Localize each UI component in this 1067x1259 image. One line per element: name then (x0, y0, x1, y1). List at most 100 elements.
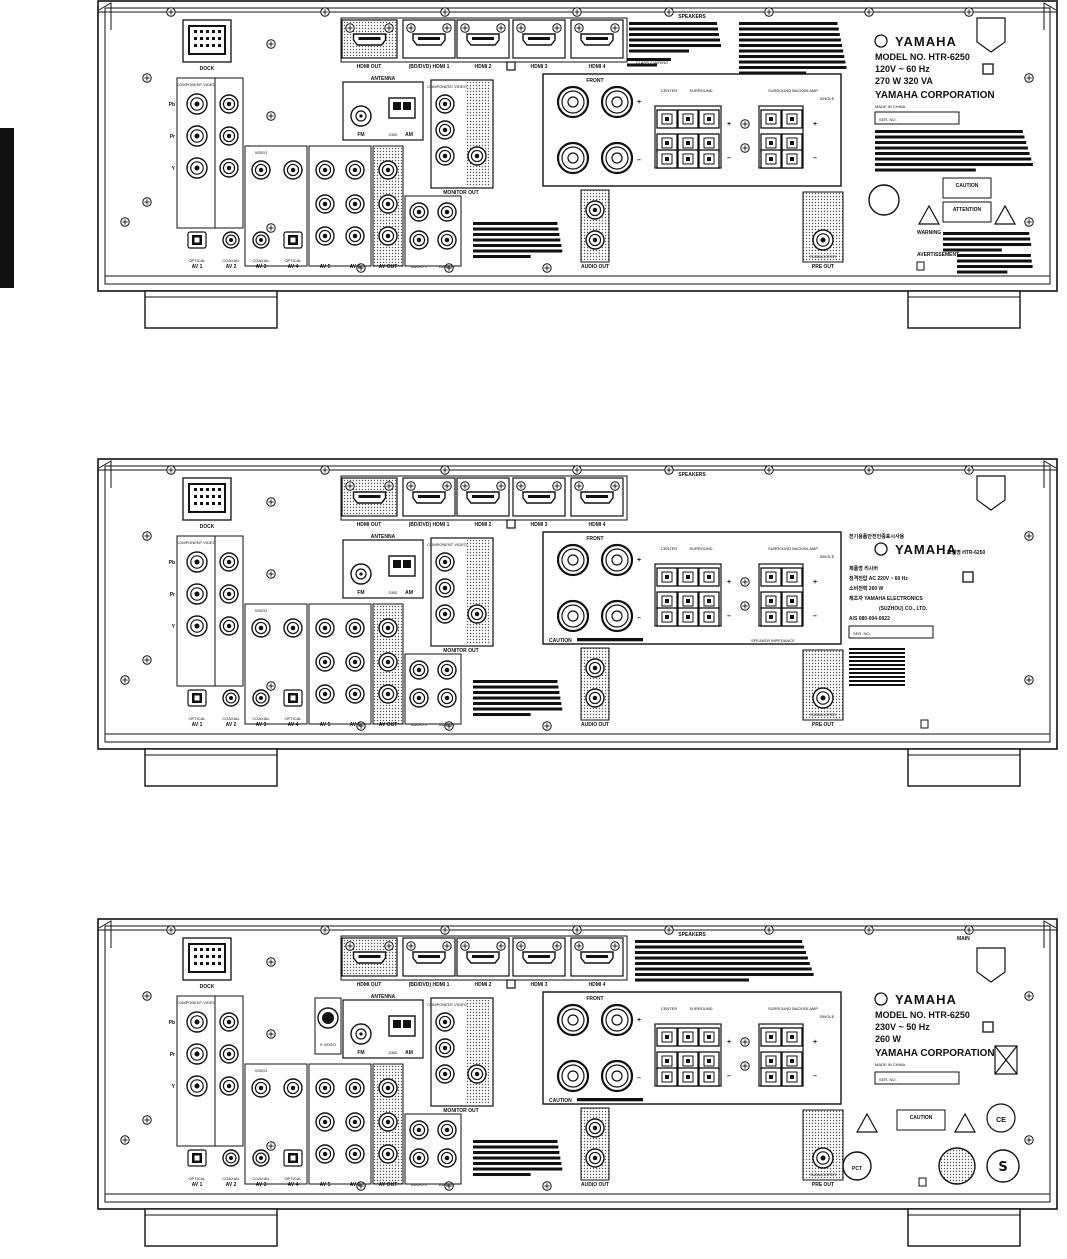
rca-jack[interactable] (315, 160, 335, 180)
speaker-terminal[interactable] (677, 149, 699, 169)
rca-jack[interactable] (315, 1112, 335, 1132)
binding-post[interactable] (600, 543, 634, 577)
speaker-terminal[interactable] (781, 1067, 803, 1087)
rca-jack[interactable] (378, 684, 398, 704)
fm-antenna-jack[interactable] (350, 1023, 372, 1045)
rca-jack[interactable] (219, 126, 239, 146)
speaker-terminal[interactable] (781, 109, 803, 129)
speaker-terminal[interactable] (656, 607, 678, 627)
speaker-terminal[interactable] (781, 1051, 803, 1071)
rca-jack[interactable] (315, 226, 335, 246)
rca-jack[interactable] (435, 1012, 455, 1032)
rca-jack[interactable] (345, 684, 365, 704)
speaker-terminal[interactable] (781, 591, 803, 611)
speaker-terminal[interactable] (698, 149, 720, 169)
binding-post[interactable] (600, 85, 634, 119)
optical-port[interactable] (187, 689, 207, 707)
optical-port[interactable] (283, 231, 303, 249)
optical-port[interactable] (283, 1149, 303, 1167)
speaker-terminal[interactable] (698, 607, 720, 627)
rca-jack[interactable] (283, 1078, 303, 1098)
rca-jack[interactable] (437, 1148, 457, 1168)
rca-jack[interactable] (435, 146, 455, 166)
rca-jack[interactable] (378, 194, 398, 214)
binding-post[interactable] (556, 85, 590, 119)
rca-jack[interactable] (409, 660, 429, 680)
binding-post[interactable] (556, 543, 590, 577)
rca-jack[interactable] (345, 652, 365, 672)
rca-jack[interactable] (467, 1064, 487, 1084)
speaker-terminal[interactable] (760, 149, 782, 169)
rca-jack[interactable] (219, 1044, 239, 1064)
rca-jack[interactable] (315, 684, 335, 704)
speaker-terminal[interactable] (781, 1027, 803, 1047)
speaker-terminal[interactable] (656, 133, 678, 153)
rca-jack[interactable] (315, 194, 335, 214)
rca-jack[interactable] (812, 229, 834, 251)
rca-jack[interactable] (409, 688, 429, 708)
speaker-terminal[interactable] (760, 567, 782, 587)
binding-post[interactable] (556, 1003, 590, 1037)
rca-jack[interactable] (186, 1075, 208, 1097)
rca-jack[interactable] (378, 160, 398, 180)
binding-post[interactable] (600, 141, 634, 175)
speaker-terminal[interactable] (656, 109, 678, 129)
speaker-terminal[interactable] (677, 1027, 699, 1047)
fm-antenna-jack[interactable] (350, 105, 372, 127)
speaker-terminal[interactable] (698, 567, 720, 587)
rca-jack[interactable] (283, 160, 303, 180)
rca-jack[interactable] (435, 1038, 455, 1058)
speaker-terminal[interactable] (781, 133, 803, 153)
rca-jack[interactable] (435, 552, 455, 572)
rca-jack[interactable] (812, 687, 834, 709)
rca-jack[interactable] (435, 578, 455, 598)
fm-antenna-jack[interactable] (350, 563, 372, 585)
rca-jack[interactable] (435, 120, 455, 140)
speaker-terminal[interactable] (760, 1067, 782, 1087)
rca-jack[interactable] (222, 1149, 240, 1167)
speaker-terminal[interactable] (698, 133, 720, 153)
dock-port[interactable] (182, 477, 232, 521)
speaker-terminal[interactable] (656, 1067, 678, 1087)
am-antenna-terminal[interactable] (388, 1015, 416, 1037)
hdmi-port[interactable] (402, 19, 456, 59)
speaker-terminal[interactable] (698, 109, 720, 129)
rca-jack[interactable] (186, 1011, 208, 1033)
rca-jack[interactable] (315, 1144, 335, 1164)
rca-jack[interactable] (251, 618, 271, 638)
speaker-terminal[interactable] (656, 149, 678, 169)
am-antenna-terminal[interactable] (388, 97, 416, 119)
rca-jack[interactable] (585, 1118, 605, 1138)
binding-post[interactable] (600, 1003, 634, 1037)
speaker-terminal[interactable] (698, 1051, 720, 1071)
binding-post[interactable] (556, 599, 590, 633)
rca-jack[interactable] (812, 1147, 834, 1169)
rca-jack[interactable] (315, 1078, 335, 1098)
am-antenna-terminal[interactable] (388, 555, 416, 577)
rca-jack[interactable] (219, 1012, 239, 1032)
speaker-terminal[interactable] (760, 1051, 782, 1071)
speaker-terminal[interactable] (760, 607, 782, 627)
rca-jack[interactable] (585, 230, 605, 250)
speaker-terminal[interactable] (781, 567, 803, 587)
speaker-terminal[interactable] (698, 1027, 720, 1047)
binding-post[interactable] (600, 1059, 634, 1093)
rca-jack[interactable] (437, 230, 457, 250)
optical-port[interactable] (283, 689, 303, 707)
rca-jack[interactable] (467, 604, 487, 624)
dock-port[interactable] (182, 937, 232, 981)
rca-jack[interactable] (186, 125, 208, 147)
rca-jack[interactable] (345, 618, 365, 638)
speaker-terminal[interactable] (760, 109, 782, 129)
speaker-terminal[interactable] (760, 133, 782, 153)
rca-jack[interactable] (345, 1144, 365, 1164)
rca-jack[interactable] (252, 689, 270, 707)
rca-jack[interactable] (409, 202, 429, 222)
speaker-terminal[interactable] (677, 1051, 699, 1071)
rca-jack[interactable] (219, 552, 239, 572)
rca-jack[interactable] (345, 1112, 365, 1132)
rca-jack[interactable] (437, 202, 457, 222)
speaker-terminal[interactable] (677, 1067, 699, 1087)
rca-jack[interactable] (186, 1043, 208, 1065)
rca-jack[interactable] (585, 688, 605, 708)
